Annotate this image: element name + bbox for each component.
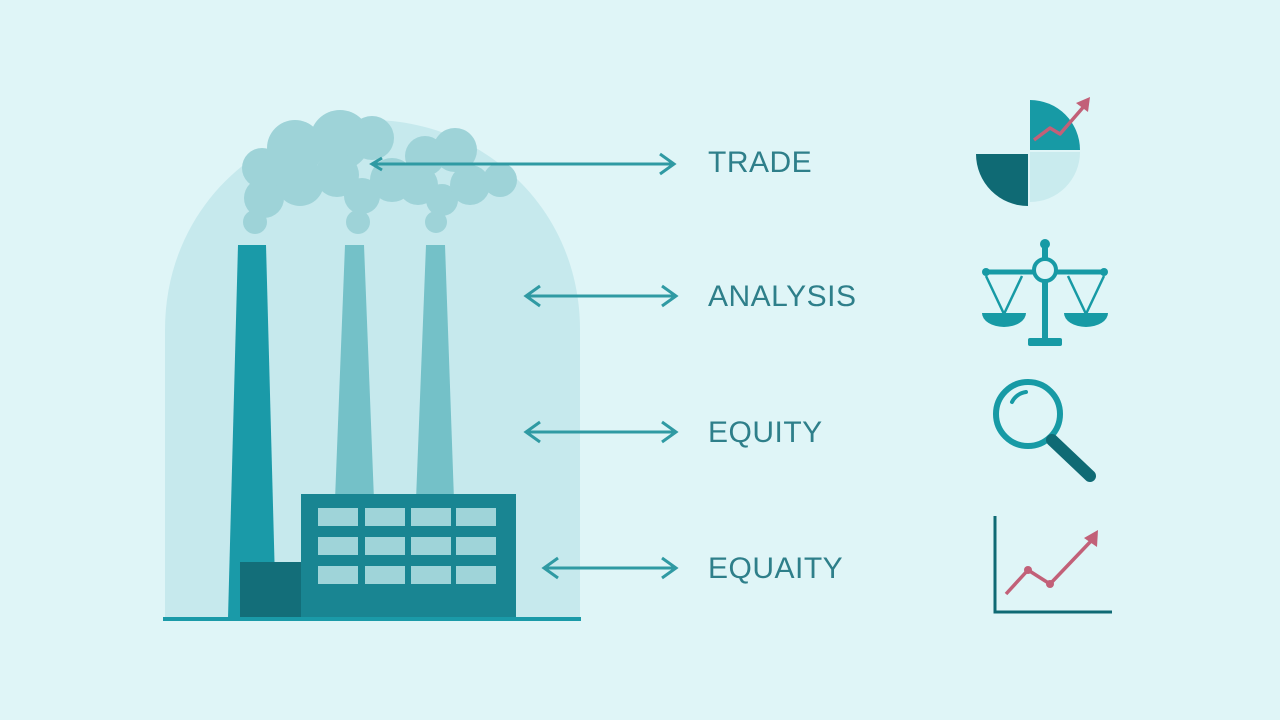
line-chart-growth-icon: [993, 516, 1112, 614]
chimney-left: [228, 245, 276, 618]
ground-line: [163, 617, 581, 621]
label-equity: EQUITY: [708, 416, 823, 449]
factory-windows: [318, 508, 496, 584]
smoke-clouds: [242, 110, 517, 234]
label-equaity: EQUAITY: [708, 552, 843, 585]
arrow-equaity: [541, 556, 679, 580]
balance-scale-icon: [982, 239, 1108, 346]
pie-chart-trend-icon: [976, 97, 1090, 206]
label-trade: TRADE: [708, 146, 812, 179]
arrow-equity: [523, 420, 679, 444]
magnifying-glass-icon: [993, 379, 1096, 482]
chimney-middle: [335, 245, 374, 500]
chimney-right: [416, 245, 454, 500]
smoke-cloud-right: [425, 163, 517, 233]
label-analysis: ANALYSIS: [708, 280, 857, 313]
arrow-analysis: [523, 284, 679, 308]
factory-annex: [240, 562, 305, 618]
smoke-cloud-left: [242, 110, 394, 234]
arrow-trade: [369, 152, 677, 176]
